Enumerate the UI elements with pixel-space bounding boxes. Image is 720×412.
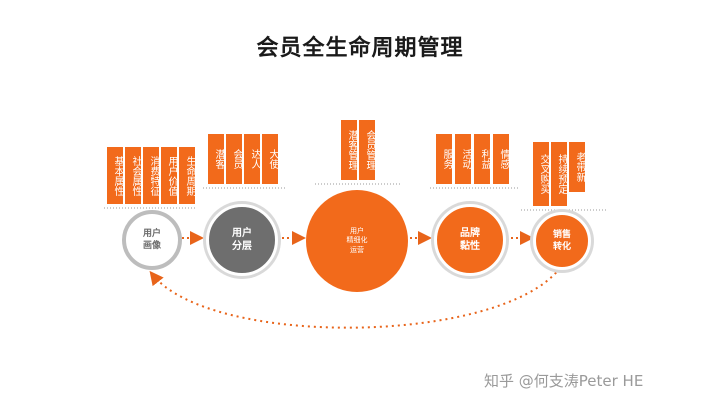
tag: 生命周期	[179, 147, 195, 204]
node-label-line: 分层	[232, 241, 252, 252]
node-label-line: 用户	[142, 228, 161, 239]
tag: 会员	[226, 134, 242, 184]
tag: 达人	[244, 134, 260, 184]
tag: 服务	[436, 134, 452, 184]
node-sales-conversion: 销售 转化	[533, 212, 591, 270]
node-label-line: 精细化	[346, 236, 368, 245]
node-label-line: 销售	[552, 229, 571, 240]
tag: 用户价值	[161, 147, 177, 204]
node-brand-loyalty: 品牌 黏性	[434, 204, 506, 276]
node-label-line: 用户	[350, 226, 364, 235]
node-label-line: 运营	[350, 245, 364, 254]
tag: 基本属性	[107, 147, 123, 204]
tag: 潜客	[208, 134, 224, 184]
node-refined-operations: 用户 精细化 运营	[306, 190, 408, 292]
tag: 潜客管理	[341, 120, 357, 180]
tag: 情感	[493, 134, 509, 184]
tag: 社会属性	[125, 147, 141, 204]
node-label-line: 画像	[142, 241, 161, 251]
node-label-line: 转化	[552, 242, 571, 252]
node-user-segmentation: 用户 分层	[206, 204, 278, 276]
watermark: 知乎 @何支涛Peter HE	[484, 372, 644, 390]
tag: 消费特征	[143, 147, 159, 204]
tag: 利益	[474, 134, 490, 184]
tag: 大使	[262, 134, 278, 184]
node-user-profile: 用户 画像	[122, 210, 182, 270]
node-label-line: 品牌	[460, 227, 480, 239]
tag: 交叉购买	[533, 142, 549, 206]
tag: 老带新	[569, 142, 585, 192]
page-title: 会员全生命周期管理	[256, 36, 464, 61]
node-label-line: 用户	[232, 227, 252, 239]
node-label-line: 黏性	[460, 241, 480, 252]
tag: 活动	[455, 134, 471, 184]
tag: 持续预定	[551, 142, 567, 206]
tag: 会员管理	[359, 120, 375, 180]
